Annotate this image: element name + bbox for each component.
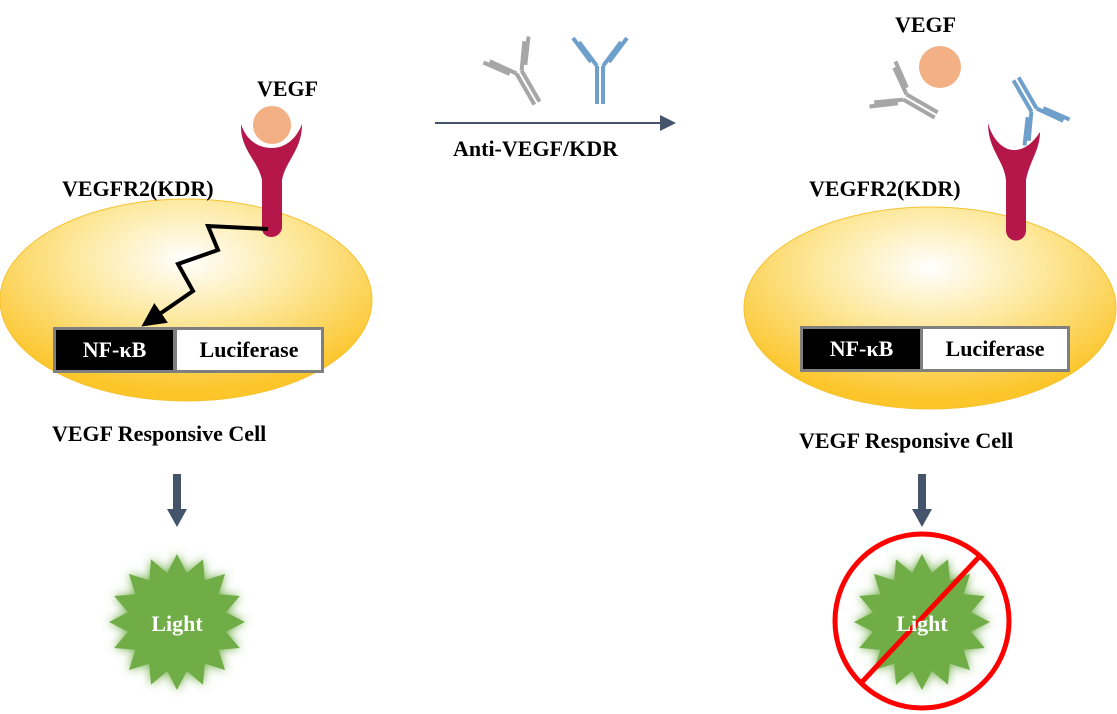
right-cell xyxy=(743,206,1117,410)
left-receptor-label: VEGFR2(KDR) xyxy=(62,176,214,201)
right-anti-kdr-antibody-icon xyxy=(1011,76,1071,146)
right-light-label: Light xyxy=(896,611,948,636)
treatment-label: Anti-VEGF/KDR xyxy=(453,136,618,161)
right-cell-label: VEGF Responsive Cell xyxy=(799,428,1014,453)
right-down-arrow xyxy=(912,474,932,527)
anti-kdr-antibody-icon xyxy=(571,36,629,104)
left-down-arrow xyxy=(167,474,187,527)
right-vegfr2-receptor xyxy=(988,123,1040,241)
left-light-label: Light xyxy=(151,611,203,636)
right-receptor-label: VEGFR2(KDR) xyxy=(809,176,961,201)
left-luciferase-box: Luciferase xyxy=(174,327,324,373)
left-vegfr2-receptor xyxy=(240,124,302,237)
right-anti-vegf-antibody-icon xyxy=(869,60,939,120)
left-vegf-label: VEGF xyxy=(257,76,319,101)
left-vegf-ligand xyxy=(251,104,293,146)
right-vegf-ligand xyxy=(919,46,961,88)
left-cell-label: VEGF Responsive Cell xyxy=(52,421,267,446)
right-nfkb-box: NF-κB xyxy=(800,326,923,372)
right-luciferase-box: Luciferase xyxy=(920,326,1070,372)
right-vegf-label: VEGF xyxy=(895,12,957,37)
anti-vegf-antibody-icon xyxy=(482,36,542,106)
left-nfkb-box: NF-κB xyxy=(53,327,176,373)
left-light-burst xyxy=(109,554,245,690)
prohibited-icon xyxy=(832,531,1012,711)
left-signal-arrow xyxy=(141,223,269,327)
